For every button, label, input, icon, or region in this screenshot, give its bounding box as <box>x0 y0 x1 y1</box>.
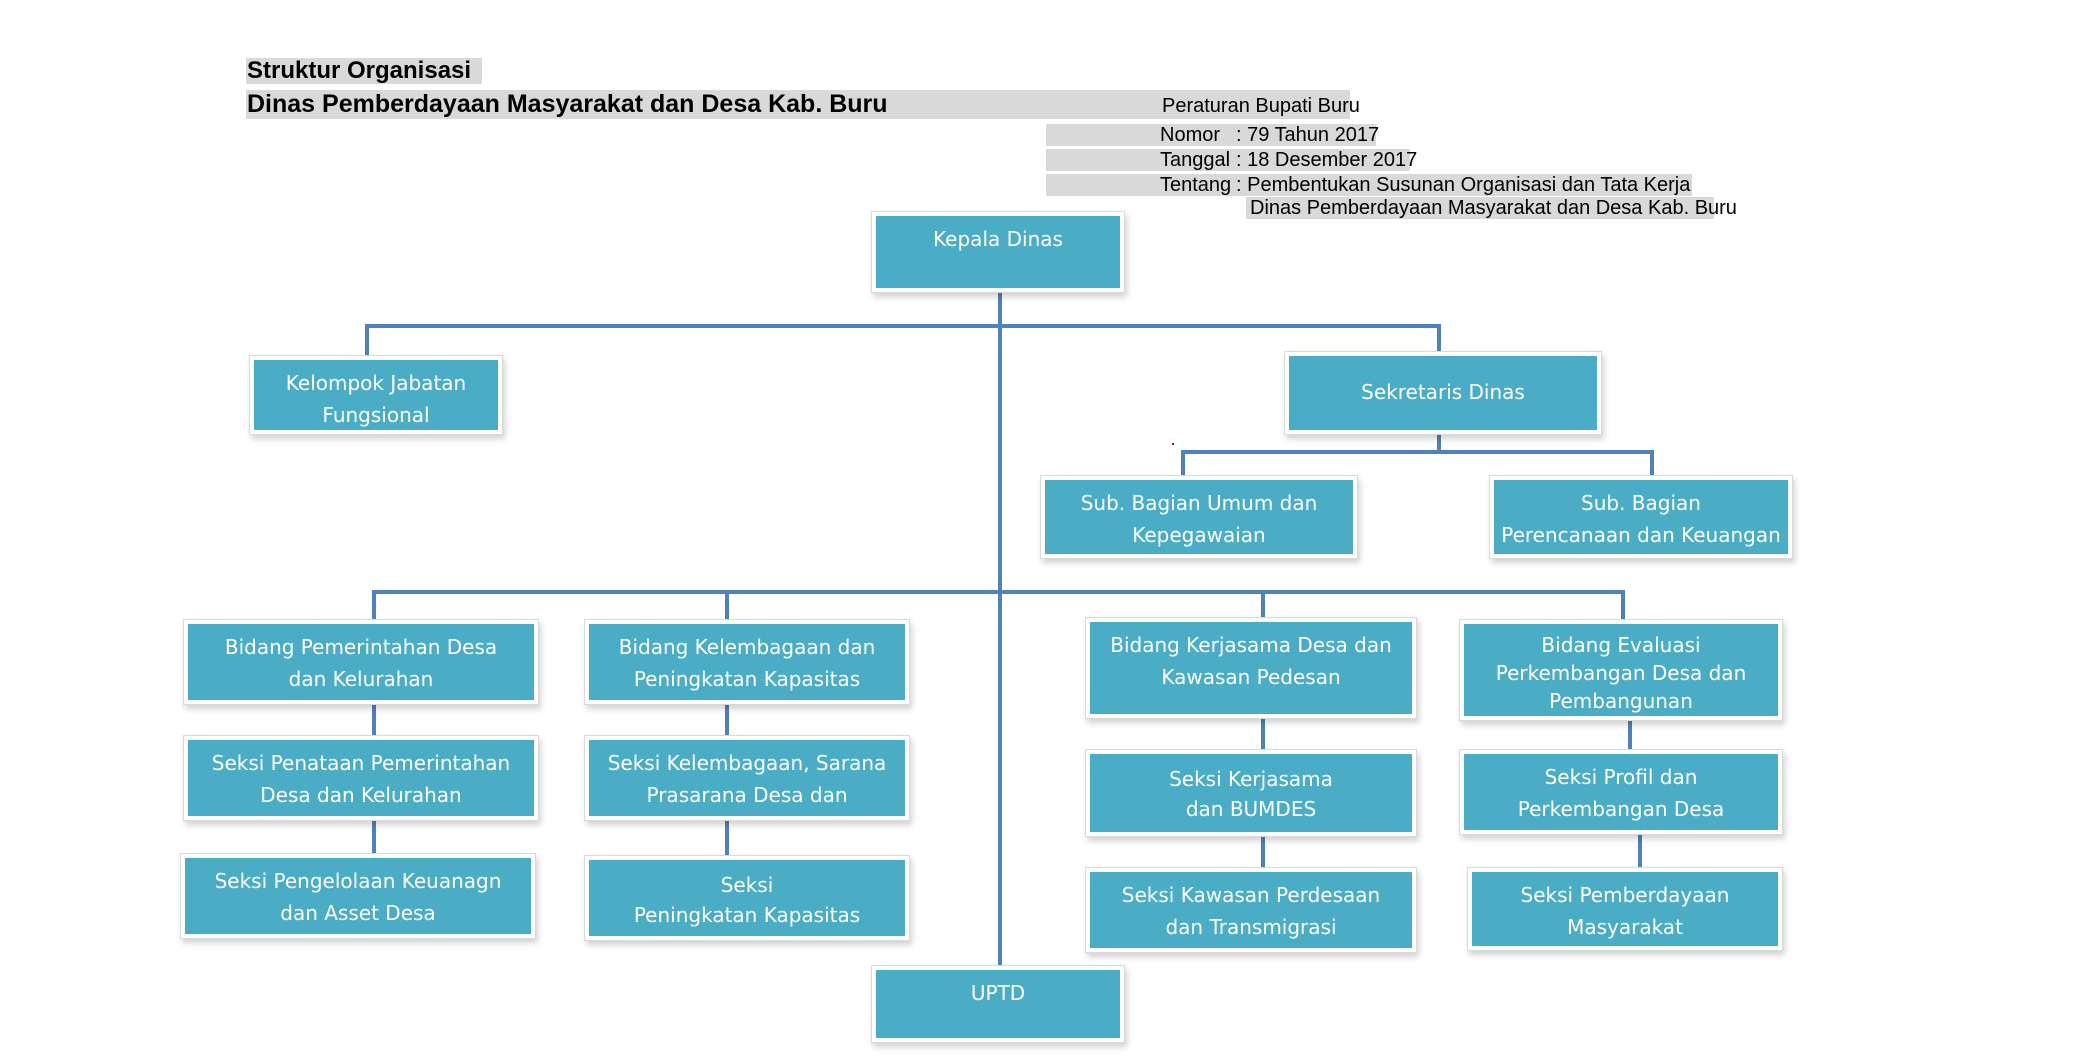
node-text-line: Seksi <box>720 873 774 897</box>
node-text-line: Prasarana Desa dan <box>646 783 848 807</box>
node-bidang-pemerintahan: Bidang Pemerintahan Desa dan Kelurahan <box>188 624 534 700</box>
node-text-line: Seksi Kelembagaan, Sarana <box>607 751 887 775</box>
node-seksi-kawasan: Seksi Kawasan Perdesaan dan Transmigrasi <box>1090 872 1412 948</box>
tentang-label: Tentang <box>1160 174 1232 196</box>
tentang-value: : Pembentukan Susunan Organisasi dan Tat… <box>1236 174 1691 196</box>
node-text-line: Fungsional <box>322 403 430 427</box>
node-text-line: dan Asset Desa <box>280 901 436 925</box>
node-uptd: UPTD <box>876 970 1120 1038</box>
node-text-line: Bidang Kerjasama Desa dan <box>1110 633 1392 657</box>
node-text-line: Peningkatan Kapasitas <box>633 667 861 691</box>
node-text-line: Seksi Kawasan Perdesaan <box>1121 883 1381 907</box>
node-text-line: Bidang Evaluasi <box>1541 633 1701 657</box>
node-text-line: Perencanaan dan Keuangan <box>1501 523 1781 547</box>
nomor-label: Nomor <box>1160 124 1221 146</box>
node-seksi-pengelolaan: Seksi Pengelolaan Keuanagn dan Asset Desa <box>185 858 531 934</box>
node-text-line: Bidang Kelembagaan dan <box>618 635 876 659</box>
regulation-highlight-tentang <box>1046 174 1692 196</box>
node-text-line: Masyarakat <box>1567 915 1683 939</box>
title-highlight-2 <box>246 90 1350 119</box>
stray-mark <box>1172 443 1174 445</box>
regulation-highlight-tanggal <box>1046 149 1410 171</box>
regulation-tanggal: Tanggal: 18 Desember 2017 <box>1160 150 1417 170</box>
regulation-highlight-nomor <box>1046 124 1376 146</box>
chart-title: Struktur Organisasi <box>247 57 472 84</box>
title-highlight-1 <box>246 58 482 84</box>
node-text-line: Seksi Penataan Pemerintahan <box>211 751 511 775</box>
tanggal-value: : 18 Desember 2017 <box>1236 149 1418 171</box>
node-text-line: Seksi Pengelolaan Keuanagn <box>214 869 502 893</box>
node-text-line: Kepegawaian <box>1132 523 1266 547</box>
node-text-line: Pembangunan <box>1549 689 1693 713</box>
node-sekretaris-dinas: Sekretaris Dinas <box>1289 356 1597 430</box>
node-text-line: Kawasan Pedesan <box>1161 665 1341 689</box>
tanggal-label: Tanggal <box>1160 149 1231 171</box>
node-text-line: UPTD <box>970 981 1026 1005</box>
node-text-line: dan Transmigrasi <box>1165 915 1337 939</box>
chart-subtitle: Dinas Pemberdayaan Masyarakat dan Desa K… <box>247 90 888 118</box>
node-text-line: Sekretaris Dinas <box>1361 380 1525 404</box>
node-text-line: Sub. Bagian Umum dan <box>1080 491 1318 515</box>
regulation-tentang: Tentang: Pembentukan Susunan Organisasi … <box>1160 175 1690 195</box>
node-text-line: dan BUMDES <box>1185 797 1317 821</box>
regulation-highlight-tentang-2 <box>1246 197 1714 219</box>
node-text-line: Kepala Dinas <box>933 227 1063 251</box>
node-text-line: Perkembangan Desa <box>1517 797 1725 821</box>
node-text-line: Seksi Pemberdayaan <box>1520 883 1730 907</box>
regulation-heading: Peraturan Bupati Buru <box>1162 95 1360 117</box>
node-text-line: Sub. Bagian <box>1581 491 1701 515</box>
node-text-line: Seksi Kerjasama <box>1169 767 1333 791</box>
regulation-tentang-continued: Dinas Pemberdayaan Masyarakat dan Desa K… <box>1250 197 1737 219</box>
node-text-line: Kelompok Jabatan <box>285 371 467 395</box>
node-seksi-kerjasama: Seksi Kerjasama dan BUMDES <box>1090 754 1412 832</box>
regulation-nomor: Nomor : 79 Tahun 2017 <box>1160 125 1379 145</box>
node-text-line: Desa dan Kelurahan <box>260 783 462 807</box>
node-text-line: Peningkatan Kapasitas <box>633 903 861 927</box>
node-text-line: dan Kelurahan <box>288 667 434 691</box>
node-kepala-dinas: Kepala Dinas <box>876 216 1120 288</box>
node-text-line: Bidang Pemerintahan Desa <box>224 635 498 659</box>
nomor-value: : 79 Tahun 2017 <box>1236 124 1380 146</box>
node-text-line: Seksi Profil dan <box>1544 765 1698 789</box>
node-text-line: Perkembangan Desa dan <box>1495 661 1747 685</box>
